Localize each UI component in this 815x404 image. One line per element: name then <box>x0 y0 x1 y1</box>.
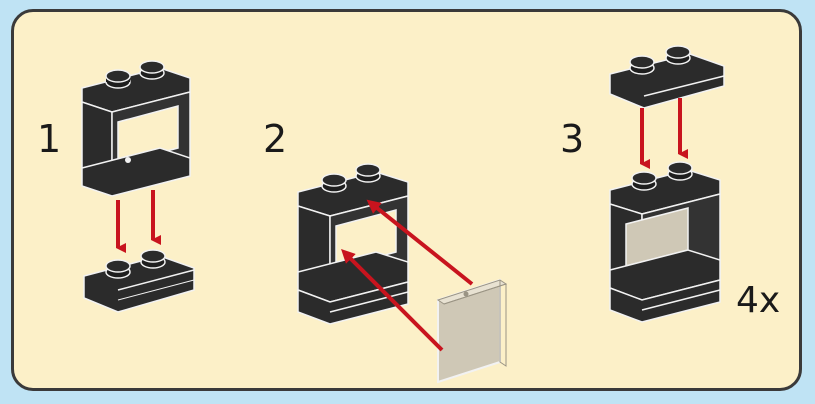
step3-arrows <box>642 98 680 164</box>
quantity-multiplier: 4x <box>736 283 780 319</box>
step-number-2: 2 <box>263 120 287 158</box>
step1-base-plate <box>84 250 194 312</box>
step3-window-assembly <box>610 162 720 322</box>
step1-window-frame <box>82 61 190 196</box>
step3-top-plate <box>610 46 724 108</box>
step-number-3: 3 <box>560 120 584 158</box>
step2-glass-pane <box>438 280 506 382</box>
step1-arrows <box>118 190 153 248</box>
step-number-1: 1 <box>37 120 61 158</box>
